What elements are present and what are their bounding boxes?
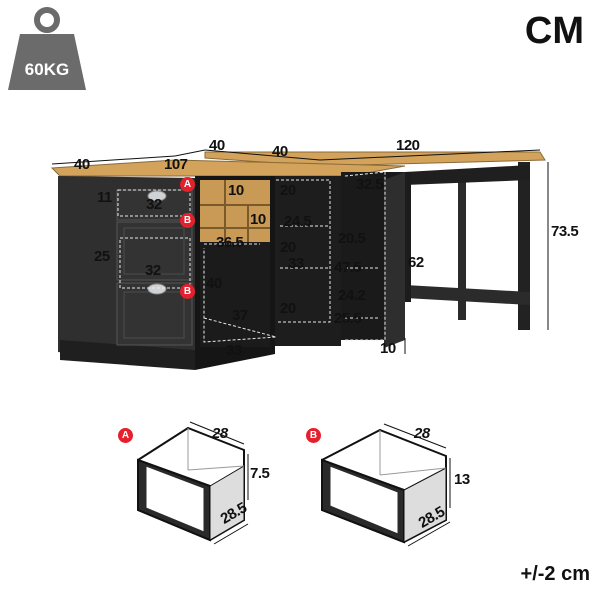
dim-right-depth-mid: 47.5	[334, 259, 362, 276]
dim-top-depth-a: 40	[209, 137, 225, 154]
unit-label: CM	[524, 10, 584, 52]
dim-cubby-width-side: 10	[250, 211, 266, 228]
drawer-b-badge: B	[306, 428, 321, 443]
dimension-guides	[117, 171, 386, 343]
right-apron	[405, 165, 530, 185]
dim-open-height: 40	[206, 275, 222, 292]
cabinet-top	[50, 159, 406, 177]
dim-right-panel-depth: 10	[380, 340, 396, 357]
dim-top-depth-b: 40	[272, 143, 288, 160]
dim-top-length-left: 107	[164, 156, 188, 173]
badge-a: A	[180, 177, 195, 192]
measure-lines	[51, 149, 549, 354]
weight-label: 60KG	[24, 60, 70, 79]
cabinet-door	[384, 172, 405, 348]
dim-height-total: 73.5	[551, 223, 579, 240]
open-shelf-space	[200, 242, 270, 347]
dim-right-depth-bottom: 25.5	[334, 310, 362, 327]
right-leg-inner	[405, 172, 411, 302]
dim-top-left-depth: 40	[74, 156, 90, 173]
drawer-a-badge: A	[118, 428, 133, 443]
cabinet-plinth	[60, 340, 195, 370]
knob-icon	[147, 190, 167, 202]
dim-mid-height-mid: 20	[280, 239, 296, 256]
dim-cubby-width-top: 10	[228, 182, 244, 199]
right-stretcher	[405, 285, 530, 305]
cubby-wood	[200, 180, 270, 242]
dim-right-height-mid: 24.2	[338, 287, 366, 304]
dim-drawer-width-mid: 32	[145, 262, 161, 279]
right-leg-back	[458, 170, 466, 320]
badge-b-bottom: B	[180, 284, 195, 299]
dim-drawer-large-height: 25	[94, 248, 110, 265]
dim-bottom-depth: 37	[232, 307, 248, 324]
dim-right-width-top: 32.5	[356, 176, 384, 193]
drawer-a-width: 28	[212, 425, 228, 442]
weight-badge: 60KG	[6, 6, 88, 92]
badge-b-top: B	[180, 213, 195, 228]
dim-mid-height-bottom: 20	[280, 300, 296, 317]
drawer-a-height: 7.5	[250, 465, 270, 482]
drawer-b-width: 28	[414, 425, 430, 442]
knob-icon	[147, 283, 167, 295]
dim-mid-width: 33	[288, 255, 304, 272]
right-leg-front	[518, 162, 530, 330]
dim-top-length-right: 120	[396, 137, 420, 154]
tolerance-label: +/-2 cm	[520, 563, 590, 585]
dim-right-height-top: 20.5	[338, 230, 366, 247]
drawer-panel-1	[123, 227, 185, 275]
drawer-b-height: 13	[454, 471, 470, 488]
dim-shelf-width: 36.5	[216, 234, 244, 251]
dim-mid-height-top: 20	[280, 182, 296, 199]
dim-drawer-width-top: 32	[146, 196, 162, 213]
drawer-large-front-1	[116, 221, 193, 281]
dim-right-inner-height: 62	[408, 254, 424, 271]
dim-bottom-width: 33	[226, 342, 242, 359]
dim-drawer-small-height: 11	[97, 189, 112, 206]
weight-icon	[8, 7, 86, 90]
dim-mid-depth: 24.5	[284, 213, 312, 230]
